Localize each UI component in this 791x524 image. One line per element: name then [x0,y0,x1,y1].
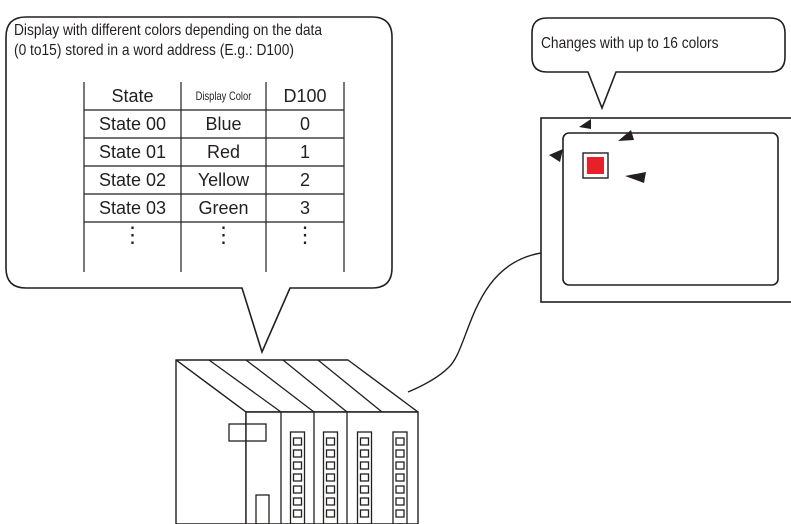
io-indicator [359,497,370,506]
connection-cable [407,252,542,393]
table-cell-state: State 01 [98,142,167,162]
cpu-display-window [228,423,267,442]
io-indicator [325,449,336,458]
table-cell-state: State 03 [98,198,167,218]
table-cell-state: State 02 [98,170,167,190]
io-indicator [292,497,303,506]
module-separator [208,359,282,413]
callout-left-line-2: (0 to15) stored in a word address (E.g.:… [14,42,294,59]
io-module-panel [356,431,373,524]
module-separator [245,359,315,413]
io-module-panel [392,431,408,524]
io-indicator [292,485,303,494]
table-cell-value: 0 [299,114,310,134]
io-indicator [325,461,336,470]
cpu-port [255,494,270,524]
io-indicator [359,509,370,518]
table-cell-state: State 00 [98,114,167,134]
table-cell-value: 1 [299,142,310,162]
right-callout-bubble [531,17,786,111]
arrow-left-icon [549,149,563,162]
io-indicator [395,473,405,482]
plc-modules [208,359,408,524]
callout-left-line-1: Display with different colors depending … [14,22,323,39]
table-header-display-color: Display Color [195,89,252,103]
arrow-right-icon [625,172,646,183]
io-indicator [292,509,303,518]
io-indicator [292,437,303,446]
io-indicator [359,461,370,470]
table-header-state: State [111,86,154,106]
io-indicator [325,485,336,494]
lamp-indicator [587,157,604,174]
io-module-panel [322,431,339,524]
io-indicator [292,473,303,482]
table-continuation-dots: ⋮ [121,222,144,247]
table-cell-value: 2 [299,170,310,190]
io-indicator [359,449,370,458]
io-indicator [359,437,370,446]
io-module-panel [289,431,306,524]
plc-unit [175,359,419,524]
table-cell-color: Red [206,142,241,162]
io-indicator [395,461,405,470]
io-indicator [359,473,370,482]
io-indicator [395,497,405,506]
table-continuation-dots: ⋮ [294,222,316,247]
display-screen [562,132,779,286]
io-indicator [395,509,405,518]
module-separator [317,359,383,413]
io-indicator [395,449,405,458]
io-indicator [395,437,405,446]
io-indicator [359,485,370,494]
table-header-d100: D100 [283,86,327,106]
table-cell-color: Yellow [197,170,250,190]
state-table-grid [83,82,345,272]
table-cell-color: Green [198,198,249,218]
io-indicator [325,437,336,446]
module-separator [282,359,348,413]
io-indicator [325,497,336,506]
io-indicator [325,473,336,482]
io-indicator [325,509,336,518]
io-indicator [292,449,303,458]
callout-right-text: Changes with up to 16 colors [541,35,719,52]
table-cell-value: 3 [299,198,310,218]
io-indicator [395,485,405,494]
io-indicator [292,461,303,470]
left-callout-bubble [5,16,393,355]
table-cell-color: Blue [205,114,242,134]
arrow-top-icon [579,119,591,129]
arrow-top-right-icon [618,130,634,141]
table-continuation-dots: ⋮ [212,222,235,247]
